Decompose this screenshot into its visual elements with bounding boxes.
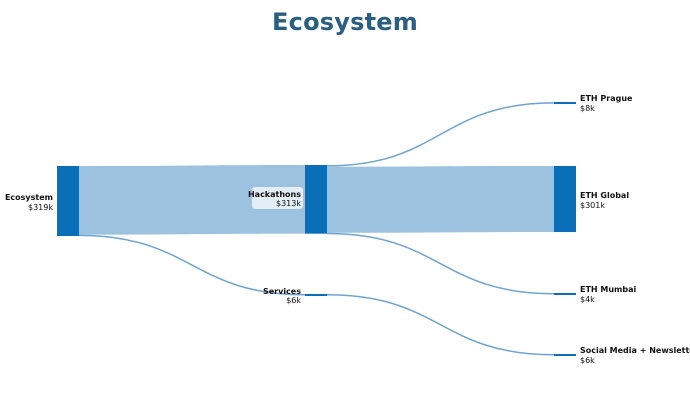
node-value-eth_global: $301k — [580, 201, 605, 210]
sankey-link-ecosystem-to-services — [78, 234, 306, 296]
sankey-nodes — [57, 102, 576, 356]
node-label-eth_global: ETH Global — [580, 191, 629, 200]
node-label-hackathons: Hackathons — [248, 190, 301, 199]
node-value-hackathons: $313k — [276, 199, 301, 208]
node-value-ecosystem: $319k — [28, 203, 53, 212]
node-label-services: Services — [263, 287, 301, 296]
sankey-node-social_media — [554, 354, 576, 356]
node-value-services: $6k — [286, 296, 301, 305]
node-label-social_media: Social Media + Newsletter — [580, 346, 690, 355]
sankey-node-hackathons — [305, 165, 327, 234]
sankey-link-hackathons-to-eth_mumbai — [326, 232, 555, 295]
chart-title: Ecosystem — [272, 8, 418, 36]
sankey-node-eth_prague — [554, 102, 576, 104]
sankey-links — [78, 102, 555, 356]
node-value-social_media: $6k — [580, 356, 595, 365]
node-label-eth_mumbai: ETH Mumbai — [580, 285, 637, 294]
sankey-link-hackathons-to-eth_global — [327, 166, 554, 233]
node-label-ecosystem: Ecosystem — [5, 193, 53, 202]
sankey-node-eth_mumbai — [554, 293, 576, 295]
sankey-link-services-to-social_media — [326, 294, 555, 356]
sankey-labels: Ecosystem$319kHackathons$313kServices$6k… — [5, 94, 690, 365]
sankey-link-ecosystem-to-hackathons — [79, 165, 305, 235]
node-value-eth_prague: $8k — [580, 104, 595, 113]
node-value-eth_mumbai: $4k — [580, 295, 595, 304]
sankey-node-eth_global — [554, 166, 576, 233]
hackathons-label-background — [252, 187, 303, 209]
sankey-node-ecosystem — [57, 166, 79, 236]
node-label-eth_prague: ETH Prague — [580, 94, 633, 103]
sankey-link-hackathons-to-eth_prague — [326, 102, 555, 167]
sankey-node-services — [305, 294, 327, 296]
